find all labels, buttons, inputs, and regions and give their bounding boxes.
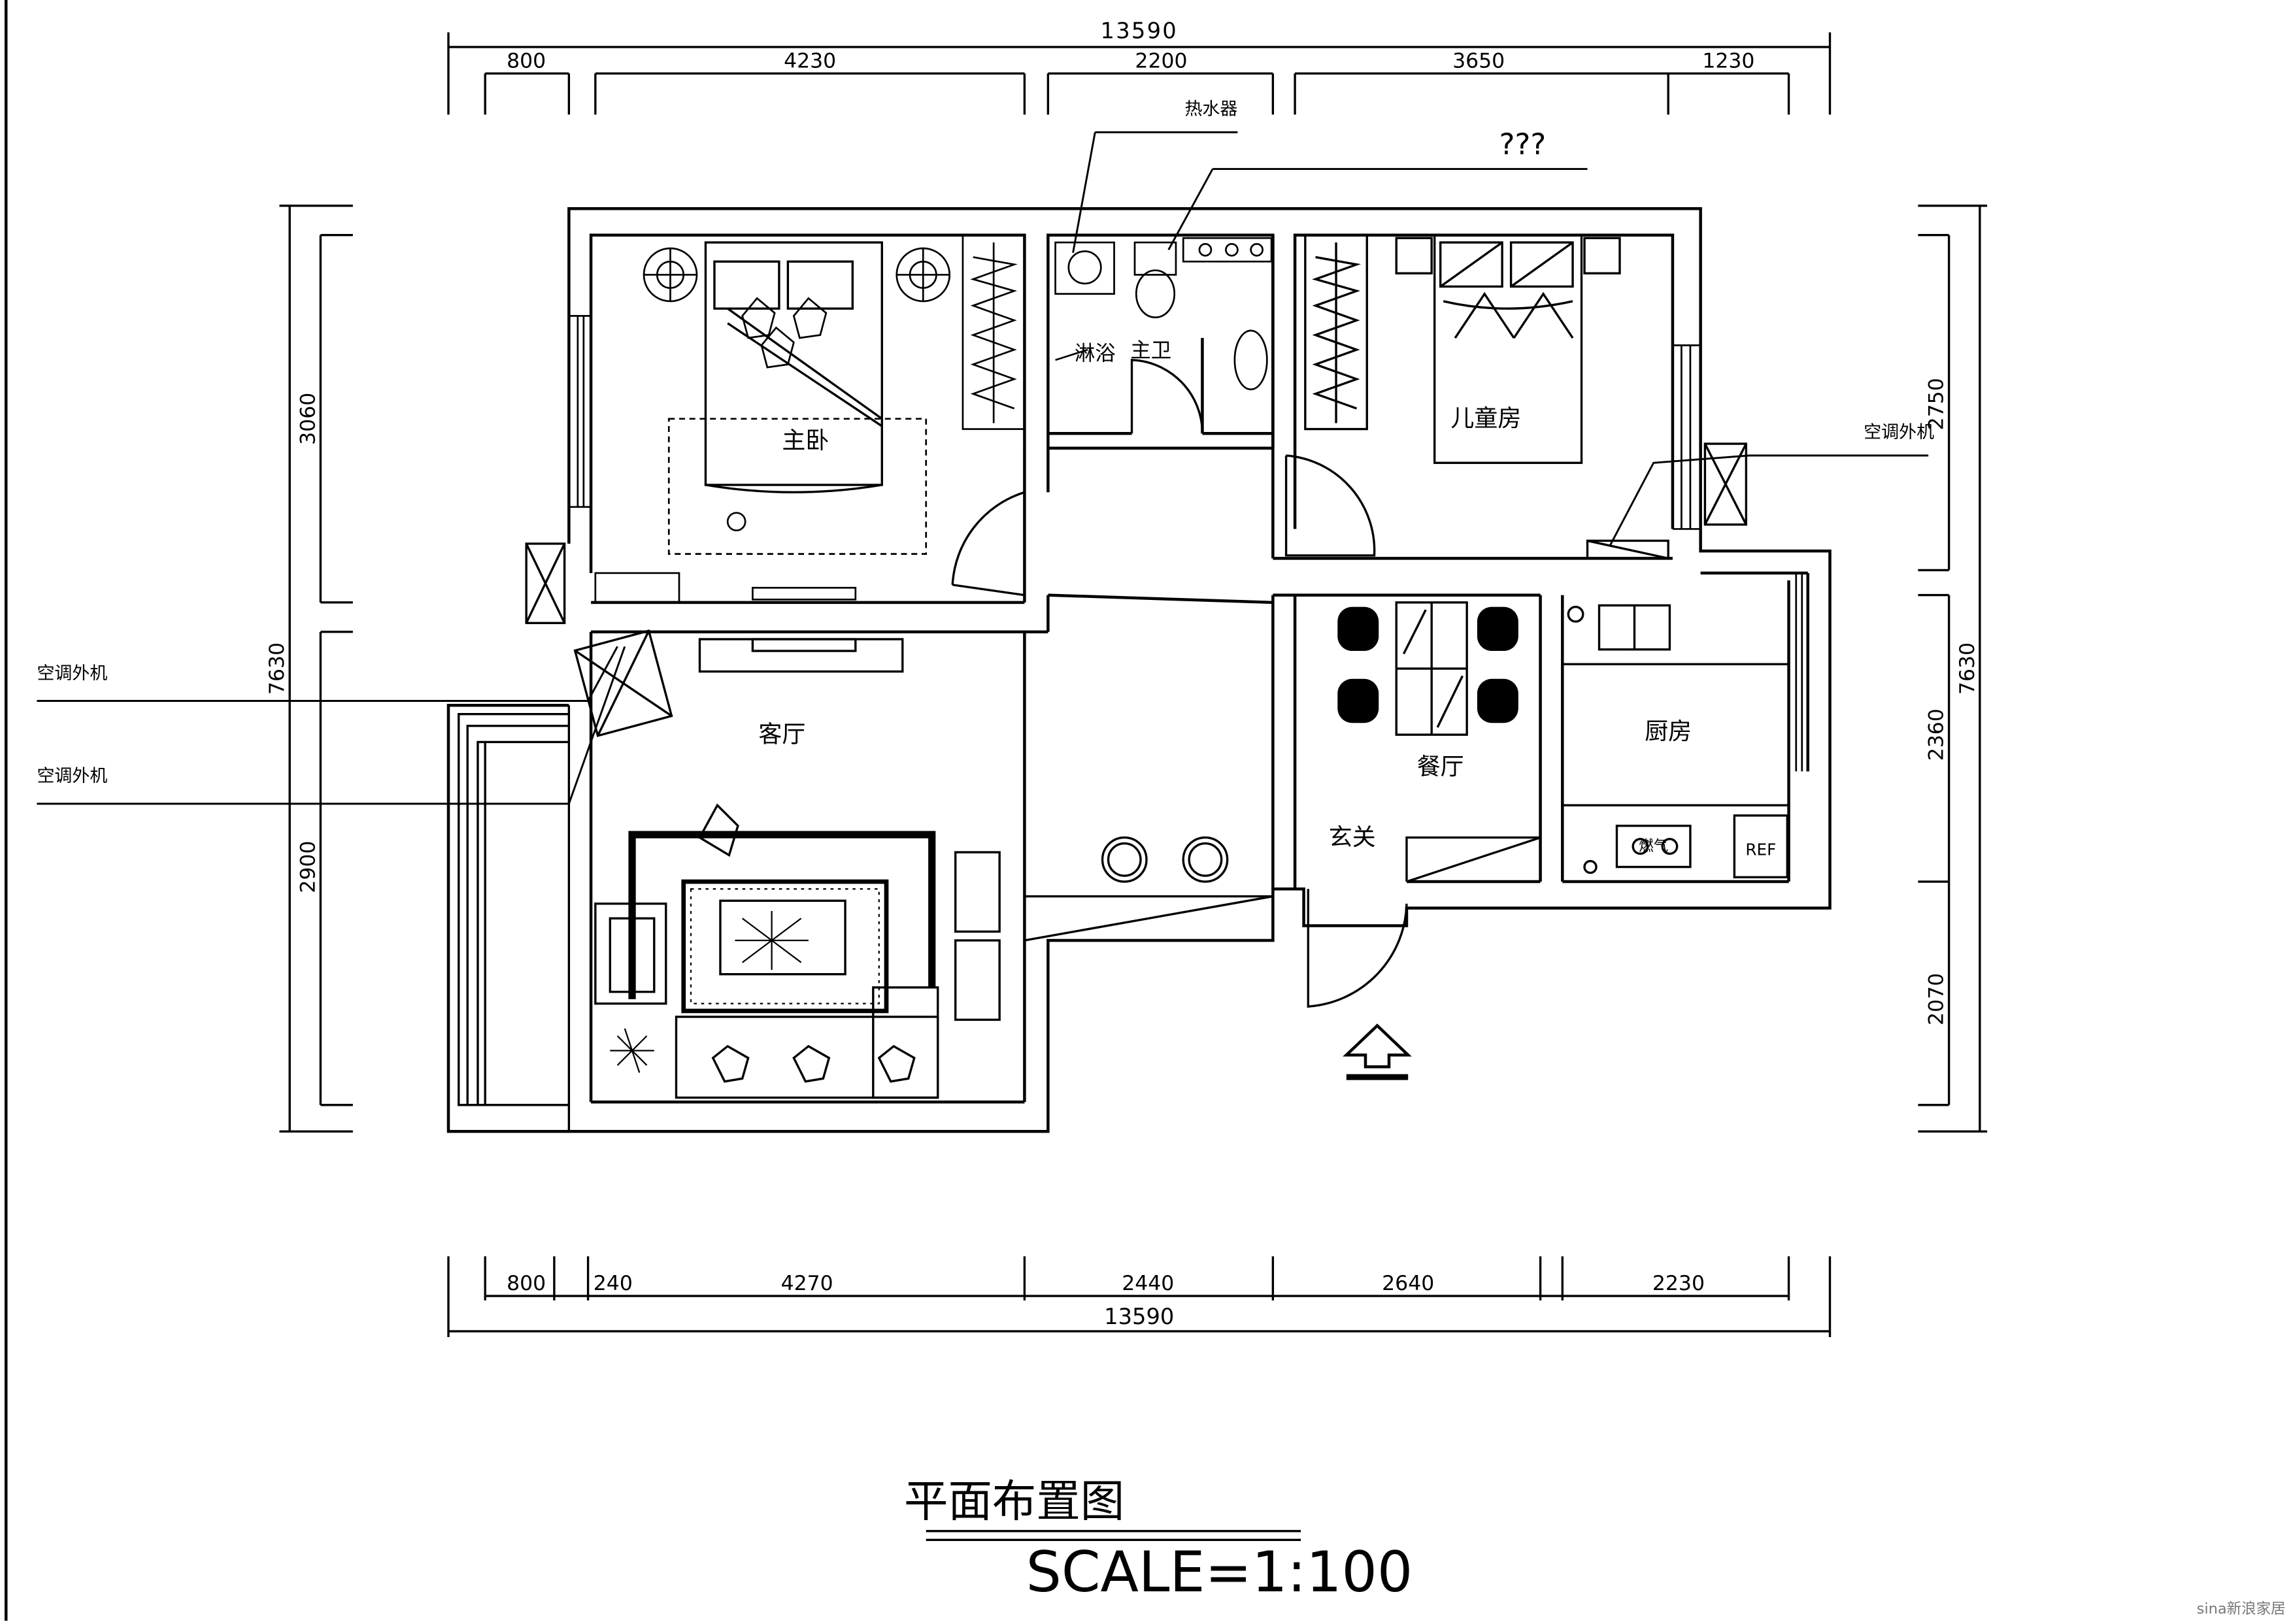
callout-ac-left-1: 空调外机 — [37, 663, 107, 684]
label-shower: 淋浴 — [1075, 342, 1116, 365]
bottom-dimension-6: 2230 — [1652, 1272, 1705, 1295]
bottom-total-dimension: 13590 — [1104, 1304, 1174, 1329]
bottom-dimension-lines — [447, 1256, 1832, 1338]
bottom-dimension-5: 2640 — [1382, 1272, 1434, 1295]
bottom-dimension-4: 2440 — [1122, 1272, 1174, 1295]
top-dimension-5: 1230 — [1702, 49, 1754, 73]
bottom-dimension-2: 240 — [594, 1272, 633, 1295]
doors — [951, 359, 1541, 1008]
top-dimension-2: 4230 — [784, 49, 836, 73]
living-room-furniture — [594, 638, 1001, 1099]
bedroom-wardrobe — [962, 234, 1026, 430]
bottom-dimension-1: 800 — [507, 1272, 546, 1295]
callout-ac-left-2: 空调外机 — [37, 766, 107, 786]
right-dimension-lines — [1918, 205, 1988, 1133]
top-dimension-4: 3650 — [1452, 49, 1505, 73]
drawing-title: 平面布置图 — [904, 1475, 1124, 1527]
label-kitchen: 厨房 — [1645, 718, 1692, 745]
kitchen-fixtures — [1562, 604, 1789, 878]
bed-pillow-pattern — [741, 297, 828, 369]
top-total-dimension: 13590 — [1101, 18, 1179, 43]
bathroom-fixtures — [1054, 237, 1273, 391]
exterior-walls — [446, 207, 1832, 1133]
bedroom-rug — [667, 418, 928, 555]
label-fridge: REF — [1745, 840, 1776, 859]
label-master-bath: 主卫 — [1130, 339, 1171, 362]
right-dimension-1: 2750 — [1925, 378, 1949, 430]
nightstand-lamps — [643, 247, 951, 303]
label-child-room: 儿童房 — [1450, 405, 1521, 432]
entrance-arrow-icon — [1343, 1023, 1412, 1080]
right-dimension-3: 2070 — [1925, 973, 1949, 1025]
right-total-dimension: 7630 — [1956, 642, 1979, 695]
child-room-furniture — [1304, 234, 1621, 464]
windows — [569, 315, 1803, 772]
watermark: sina新浪家居 — [2197, 1600, 2286, 1617]
hall-stools — [1101, 836, 1229, 883]
label-stove: 燃气 — [1639, 838, 1668, 855]
living-rug-dots — [690, 888, 880, 1004]
label-master-bedroom: 主卧 — [782, 427, 829, 454]
callout-ac-right: 空调外机 — [1864, 422, 1934, 442]
top-dimension-3: 2200 — [1135, 49, 1187, 73]
right-dimension-2: 2360 — [1925, 708, 1949, 761]
callout-water-heater: 热水器 — [1184, 99, 1237, 119]
left-dimension-2: 2900 — [296, 841, 320, 893]
coffee-table-pattern — [610, 911, 809, 1073]
label-entrance: 玄关 — [1329, 824, 1376, 851]
bottom-dimension-3: 4270 — [781, 1272, 833, 1295]
left-total-dimension: 7630 — [265, 642, 289, 695]
left-dimension-lines — [279, 205, 353, 1133]
callout-unknown: ??? — [1499, 127, 1547, 161]
left-dimension-1: 3060 — [296, 393, 320, 445]
bedroom-tv-cabinet — [594, 512, 857, 604]
master-bed — [704, 241, 883, 493]
label-living-room: 客厅 — [758, 721, 805, 748]
callout-leaders — [37, 131, 1929, 805]
dining-chairs — [1337, 606, 1518, 723]
top-dimension-1: 800 — [507, 49, 546, 73]
label-dining-room: 餐厅 — [1417, 754, 1464, 780]
balcony-left — [458, 705, 571, 1132]
title-underline — [926, 1530, 1301, 1542]
drawing-scale: SCALE=1:100 — [1026, 1540, 1413, 1605]
ac-units — [525, 442, 1748, 737]
dining-table — [1395, 601, 1468, 736]
top-dimension-lines — [447, 32, 1832, 115]
